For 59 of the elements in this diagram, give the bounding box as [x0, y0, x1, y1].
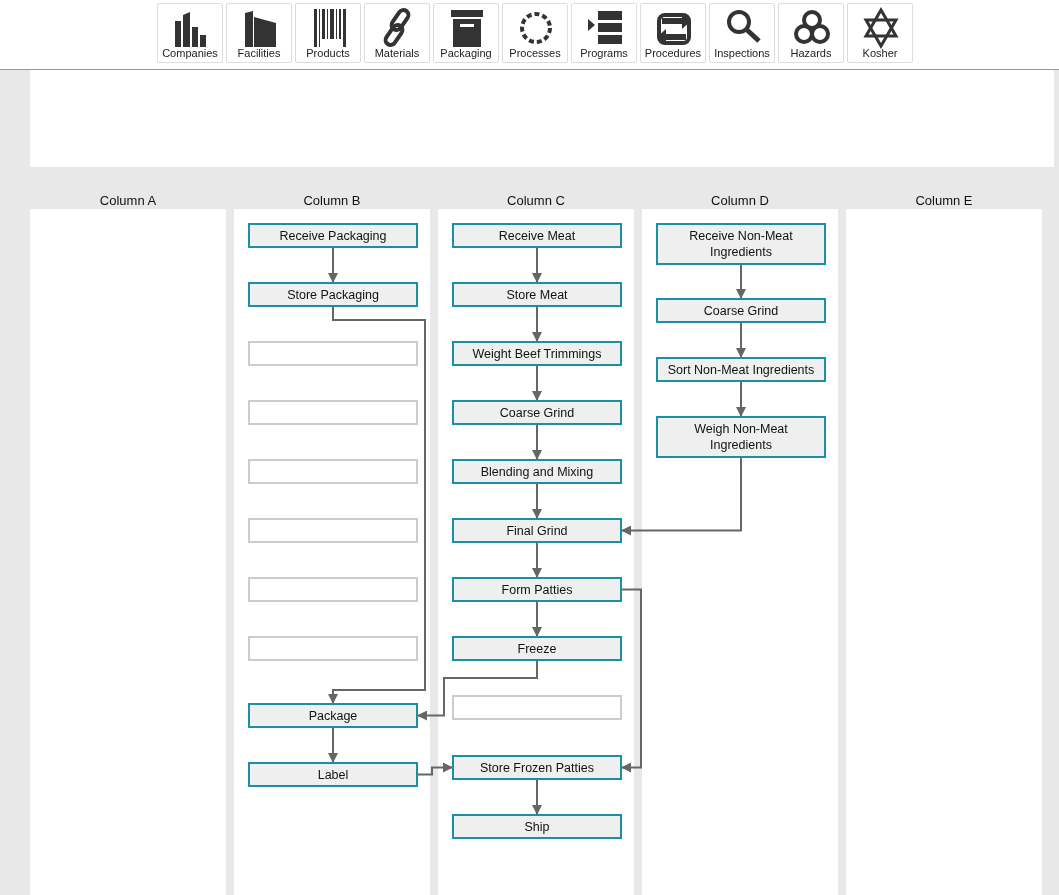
process-box: Receive Meat — [452, 223, 622, 248]
toolbar-button: Companies — [157, 3, 223, 63]
process-box: Store Frozen Patties — [452, 755, 622, 780]
process-box: Store Packaging — [248, 282, 418, 307]
column-heading: Column A — [98, 193, 158, 208]
toolbar-button: Inspections — [709, 3, 775, 63]
empty-box — [248, 577, 418, 602]
empty-box — [248, 518, 418, 543]
empty-box — [248, 636, 418, 661]
process-box: Sort Non-Meat Ingredients — [656, 357, 826, 382]
arrow — [621, 457, 742, 536]
column-heading: Column E — [914, 193, 974, 208]
arrow — [328, 727, 338, 763]
empty-box — [248, 400, 418, 425]
process-box: Coarse Grind — [452, 400, 622, 425]
toolbar-button: Products — [295, 3, 361, 63]
process-box: Weight Beef Trimmings — [452, 341, 622, 366]
toolbar-button: Hazards — [778, 3, 844, 63]
arrow — [532, 247, 542, 283]
toolbar-button: Processes — [502, 3, 568, 63]
column-heading: Column B — [302, 193, 362, 208]
arrow — [417, 762, 453, 776]
arrow — [532, 779, 542, 815]
toolbar-button: Facilities — [226, 3, 292, 63]
process-box: Receive Packaging — [248, 223, 418, 248]
arrow — [328, 247, 338, 283]
toolbar-button: Procedures — [640, 3, 706, 63]
arrow — [417, 660, 538, 721]
arrow — [736, 381, 746, 417]
empty-box — [452, 695, 622, 720]
process-box: Package — [248, 703, 418, 728]
arrow — [532, 424, 542, 460]
arrow — [532, 601, 542, 637]
arrow — [532, 365, 542, 401]
toolbar-button: Materials — [364, 3, 430, 63]
process-box: Receive Non-Meat Ingredients — [656, 223, 826, 265]
arrow — [736, 322, 746, 358]
process-box: Blending and Mixing — [452, 459, 622, 484]
process-box: Freeze — [452, 636, 622, 661]
process-box: Ship — [452, 814, 622, 839]
column-heading: Column D — [710, 193, 770, 208]
arrow — [621, 588, 642, 773]
process-box: Store Meat — [452, 282, 622, 307]
empty-box — [248, 459, 418, 484]
process-box: Weigh Non-Meat Ingredients — [656, 416, 826, 458]
arrow — [532, 483, 542, 519]
empty-box — [248, 341, 418, 366]
process-box: Final Grind — [452, 518, 622, 543]
arrow — [532, 306, 542, 342]
arrow — [736, 264, 746, 299]
column-heading: Column C — [506, 193, 566, 208]
process-box: Label — [248, 762, 418, 787]
toolbar-button: Packaging — [433, 3, 499, 63]
toolbar-button: Kosher — [847, 3, 913, 63]
arrow — [532, 542, 542, 578]
process-box: Coarse Grind — [656, 298, 826, 323]
process-box: Form Patties — [452, 577, 622, 602]
toolbar-button: Programs — [571, 3, 637, 63]
arrow — [328, 306, 426, 704]
